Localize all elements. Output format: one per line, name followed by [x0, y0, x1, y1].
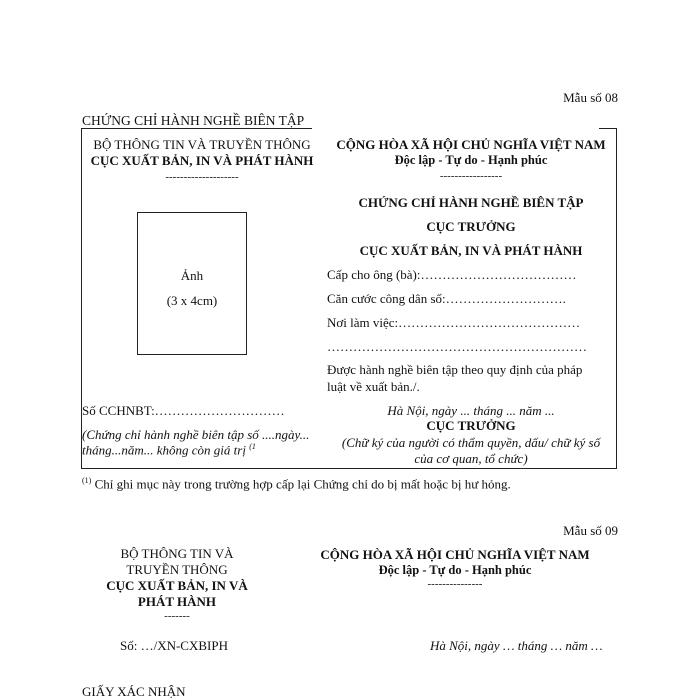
form09-left-divider: ------- [164, 610, 190, 622]
right-divider: ----------------- [439, 170, 503, 182]
form09-right-header: CỘNG HÒA XÃ HỘI CHỦ NGHĨA VIỆT NAM Độc l… [290, 547, 620, 590]
workplace-continuation: …………………………………………………… [327, 339, 587, 354]
certificate-title: CHỨNG CHỈ HÀNH NGHỀ BIÊN TẬP [358, 195, 584, 210]
photo-label: Ảnh [180, 268, 204, 283]
department-title: CỤC XUẤT BẢN, IN VÀ PHÁT HÀNH [359, 243, 583, 258]
place-date: Hà Nội, ngày ... tháng ... năm ... [387, 403, 555, 418]
form09-right-divider: --------------- [427, 578, 483, 590]
reissue-note-2: tháng...năm... không còn giá trị (1 [82, 442, 256, 458]
reissue-note-superscript: (1 [249, 442, 256, 451]
form-label-09: Mẫu số 09 [563, 523, 618, 538]
right-header: CỘNG HÒA XÃ HỘI CHỦ NGHĨA VIỆT NAM Độc l… [322, 137, 620, 182]
certificate-number-field: Số CCHNBT:………………………… [82, 403, 285, 418]
certificate-frame-top-right [599, 128, 616, 129]
form09-national-motto: Độc lập - Tự do - Hạnh phúc [378, 563, 532, 577]
certificate-frame-top [81, 128, 312, 129]
left-divider: -------------------- [165, 171, 239, 183]
signer-title: CỤC TRƯỞNG [426, 418, 516, 433]
certificate-heading: CHỨNG CHỈ HÀNH NGHỀ BIÊN TẬP [82, 113, 305, 128]
footnote: (1) Chỉ ghi mục này trong trường hợp cấp… [82, 476, 511, 492]
director-title: CỤC TRƯỞNG [426, 219, 516, 234]
id-number-field: Căn cước công dân số:………………………. [327, 291, 566, 306]
photo-size: (3 x 4cm) [166, 293, 218, 308]
workplace-field: Nơi làm việc:…………………………………… [327, 315, 581, 330]
ministry-name: BỘ THÔNG TIN VÀ TRUYỀN THÔNG [93, 137, 311, 152]
signer-note-1: (Chữ ký của người có thẩm quyền, dấu/ ch… [341, 435, 601, 450]
issued-to-field: Cấp cho ông (bà):……………………………… [327, 267, 577, 282]
confirmation-heading: GIẤY XÁC NHẬN [82, 684, 186, 699]
department-line-1: CỤC XUẤT BẢN, IN VÀ [106, 578, 248, 593]
reissue-note-1: (Chứng chỉ hành nghề biên tập số ....ngà… [82, 427, 310, 442]
signer-note-2: của cơ quan, tổ chức) [414, 451, 528, 466]
national-motto: Độc lập - Tự do - Hạnh phúc [394, 153, 548, 167]
permission-text-1: Được hành nghề biên tập theo quy định củ… [327, 362, 583, 377]
certificate-frame [81, 128, 617, 469]
ministry-line-2: TRUYỀN THÔNG [126, 562, 228, 577]
left-header: BỘ THÔNG TIN VÀ TRUYỀN THÔNG CỤC XUẤT BẢ… [82, 137, 322, 183]
form-label-08: Mẫu số 08 [563, 90, 618, 105]
ministry-line-1: BỘ THÔNG TIN VÀ [120, 546, 234, 561]
footnote-mark: (1) [82, 476, 92, 485]
department-line-2: PHÁT HÀNH [137, 594, 217, 609]
form09-left-header: BỘ THÔNG TIN VÀ TRUYỀN THÔNG CỤC XUẤT BẢ… [82, 546, 272, 622]
department-name: CỤC XUẤT BẢN, IN VÀ PHÁT HÀNH [90, 153, 314, 168]
permission-text-2: luật về xuất bản./. [327, 379, 420, 394]
form09-place-date: Hà Nội, ngày … tháng … năm … [430, 638, 603, 653]
republic-name: CỘNG HÒA XÃ HỘI CHỦ NGHĨA VIỆT NAM [336, 137, 606, 152]
document-number: Số: …/XN-CXBIPH [120, 638, 228, 653]
photo-placeholder: Ảnh (3 x 4cm) [137, 212, 247, 355]
form09-republic-name: CỘNG HÒA XÃ HỘI CHỦ NGHĨA VIỆT NAM [320, 547, 590, 562]
